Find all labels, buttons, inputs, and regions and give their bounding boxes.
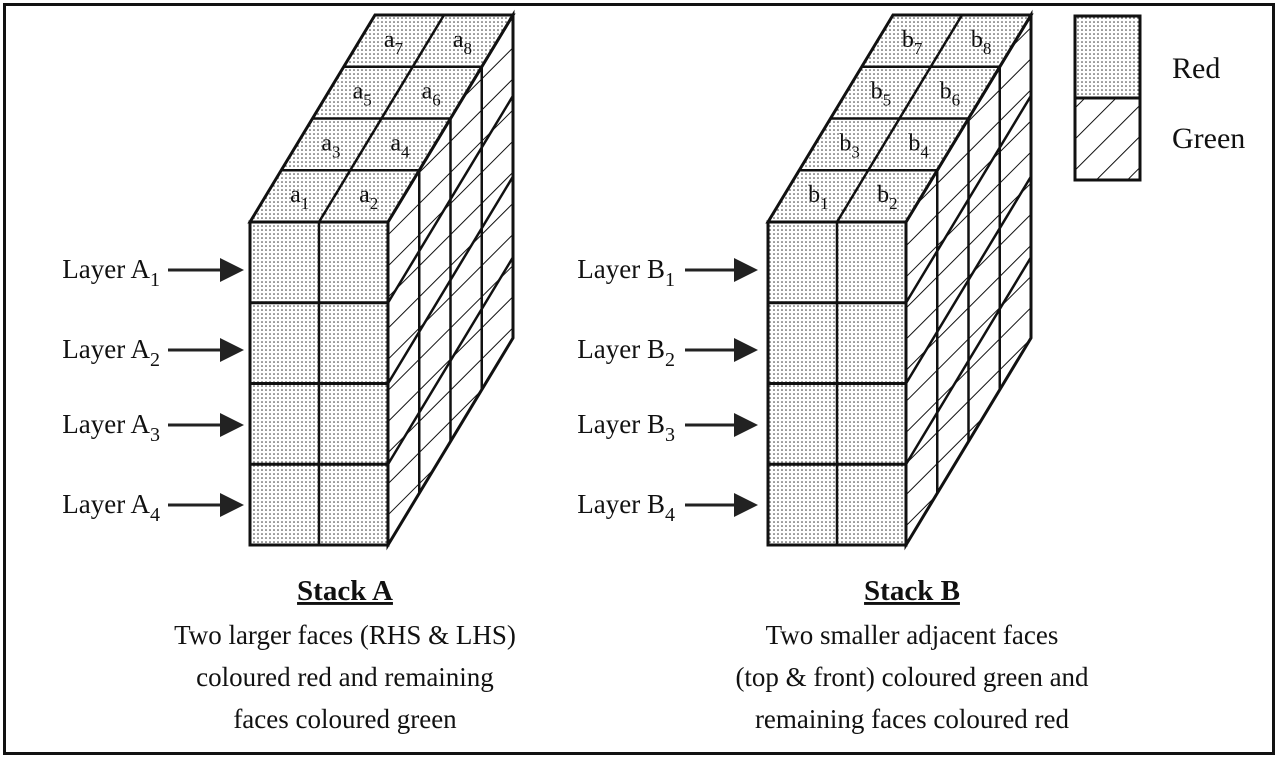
layer-label: Layer A1 <box>62 254 160 291</box>
legend-red-label: Red <box>1172 52 1220 85</box>
top-cell-label: b3 <box>839 130 860 161</box>
top-cell-label: b6 <box>940 79 961 110</box>
top-cell-label: b5 <box>871 79 892 110</box>
layer-label: Layer B1 <box>577 254 675 291</box>
diagram-frame <box>3 3 1275 755</box>
legend: Red Green <box>1073 14 1245 182</box>
legend-green-swatch <box>1073 96 1142 182</box>
stack-caption-line: remaining faces coloured red <box>755 704 1070 734</box>
layer-label: Layer B4 <box>577 489 675 526</box>
top-cell-label: a3 <box>321 130 340 161</box>
top-cell-label: a4 <box>390 130 410 161</box>
stack-title: Stack B <box>864 575 960 607</box>
top-cell-label: b8 <box>971 27 992 58</box>
layer-label: Layer A3 <box>62 409 160 446</box>
stack-caption-line: Two smaller adjacent faces <box>766 620 1059 650</box>
layer-label: Layer A4 <box>62 489 160 526</box>
top-cell-label: b4 <box>908 130 929 161</box>
stack-caption-line: faces coloured green <box>233 704 457 734</box>
top-cell-label: a1 <box>290 182 309 213</box>
stack-caption-line: coloured red and remaining <box>196 662 494 692</box>
top-cell-label: a5 <box>353 79 372 110</box>
top-cell-label: a6 <box>422 79 441 110</box>
top-cell-label: a2 <box>359 182 378 213</box>
top-cell-label: a8 <box>453 27 472 58</box>
top-cell-label: b7 <box>902 27 923 58</box>
top-cell-label: a7 <box>384 27 404 58</box>
stack-title: Stack A <box>297 575 393 607</box>
top-cell-label: b2 <box>877 182 898 213</box>
layer-label: Layer A2 <box>62 334 160 371</box>
legend-red-swatch <box>1073 14 1142 100</box>
legend-green-label: Green <box>1172 122 1245 155</box>
layer-label: Layer B3 <box>577 409 675 446</box>
top-cell-label: b1 <box>808 182 829 213</box>
stack-caption-line: (top & front) coloured green and <box>735 662 1089 692</box>
layer-label: Layer B2 <box>577 334 675 371</box>
stack-caption-line: Two larger faces (RHS & LHS) <box>174 620 516 650</box>
